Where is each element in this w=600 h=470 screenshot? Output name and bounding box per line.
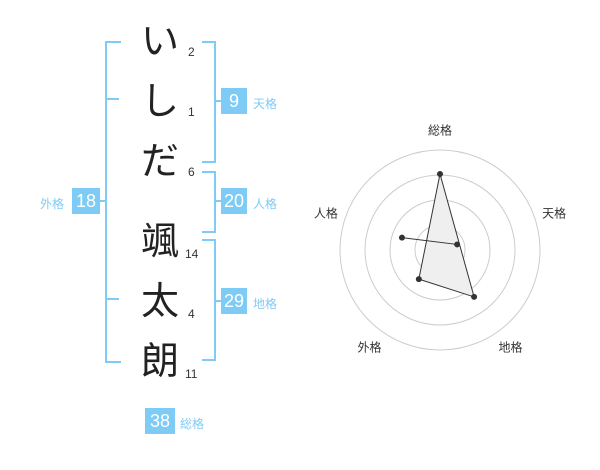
chikaku-connector — [214, 300, 221, 302]
radar-point-5 — [398, 234, 405, 241]
jinkaku-badge: 20 — [221, 188, 247, 214]
soukaku-badge: 38 — [145, 408, 175, 434]
jinkaku-connector — [214, 200, 221, 202]
name-char-1: い — [140, 19, 179, 63]
gaikaku-bracket-tick-1 — [105, 98, 119, 100]
soukaku-label: 総格 — [180, 417, 205, 431]
name-char-4: 颯 — [140, 219, 179, 263]
name-char-5: 太 — [140, 279, 179, 323]
radar-axis-label-4: 外格 — [357, 340, 382, 355]
radar-axis-label-1: 総格 — [427, 123, 453, 138]
radar-axis-label-5: 人格 — [313, 206, 338, 221]
tenkaku-badge: 9 — [221, 88, 247, 114]
stroke-count-2: 1 — [188, 105, 195, 119]
name-char-3: だ — [140, 139, 179, 183]
gaikaku-badge: 18 — [72, 188, 100, 214]
tenkaku-connector — [214, 100, 221, 102]
chikaku-badge: 29 — [221, 288, 247, 314]
stroke-count-4: 14 — [185, 247, 199, 261]
stroke-count-3: 6 — [188, 165, 195, 179]
stroke-count-6: 11 — [185, 367, 198, 381]
radar-axis-label-2: 天格 — [542, 206, 567, 221]
gaikaku-bracket — [105, 41, 121, 363]
radar-inner-link — [401, 237, 458, 245]
gaikaku-connector — [99, 200, 106, 202]
radar-point-2 — [454, 241, 461, 248]
jinkaku-label: 人格 — [253, 197, 278, 211]
radar-outer-triangle — [418, 173, 475, 298]
tenkaku-bracket — [202, 41, 216, 163]
tenkaku-label: 天格 — [253, 97, 278, 111]
radar-point-1 — [437, 171, 443, 177]
gaikaku-bracket-tick-2 — [105, 298, 119, 300]
jinkaku-bracket — [202, 171, 216, 233]
stroke-count-5: 4 — [188, 307, 195, 321]
radar-grid-ring-4 — [339, 149, 541, 351]
radar-point-4 — [415, 276, 422, 283]
radar-axis-label-3: 地格 — [498, 340, 523, 355]
stroke-count-1: 2 — [188, 45, 195, 59]
gaikaku-label: 外格 — [40, 197, 65, 211]
name-char-2: し — [140, 79, 179, 123]
chikaku-label: 地格 — [253, 297, 278, 311]
name-char-6: 朗 — [140, 339, 179, 383]
radar-point-3 — [471, 293, 478, 300]
